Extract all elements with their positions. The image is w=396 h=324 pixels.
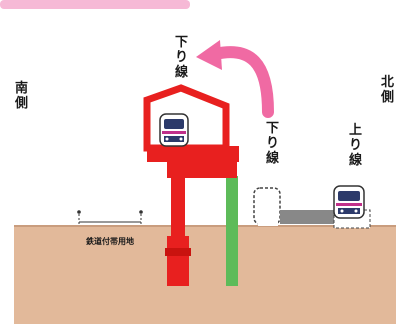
- down-line-label-side: 下り線: [266, 121, 280, 166]
- relocation-arrow: [196, 40, 274, 118]
- north-side-label: 北側: [380, 75, 394, 105]
- land-boundary-markers: [77, 210, 143, 226]
- top-band: [0, 0, 190, 9]
- down-line-label-top: 下り線: [175, 35, 189, 80]
- former-track-gap: [258, 214, 278, 226]
- south-side-label: 南側: [14, 80, 28, 111]
- up-line-train: [333, 185, 365, 219]
- land-boundary-label: 鉄道付帯用地: [86, 236, 134, 246]
- down-line-train: [159, 113, 189, 147]
- green-pier: [226, 176, 238, 286]
- up-line-label: 上り線: [349, 123, 363, 168]
- ground: [14, 226, 396, 324]
- former-track-outline: [253, 187, 281, 225]
